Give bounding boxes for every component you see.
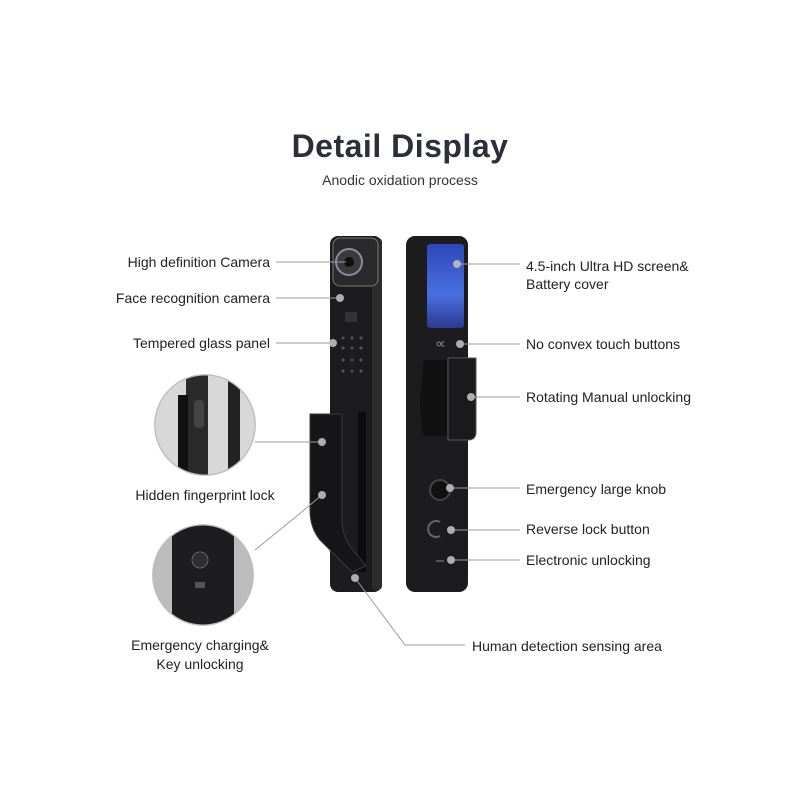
label-charging-line1: Emergency charging& (131, 637, 269, 653)
label-human-detection: Human detection sensing area (472, 638, 662, 654)
label-reverse: Reverse lock button (526, 521, 650, 537)
front-lock (309, 236, 382, 592)
label-screen-line1: 4.5-inch Ultra HD screen& (526, 258, 689, 274)
fingerprint-detail-circle (154, 374, 256, 476)
page-title: Detail Display (291, 128, 509, 164)
label-glass: Tempered glass panel (133, 335, 270, 351)
label-face: Face recognition camera (115, 290, 270, 306)
label-knob: Emergency large knob (526, 481, 667, 497)
label-screen-line2: Battery cover (526, 276, 609, 292)
label-fingerprint: Hidden fingerprint lock (135, 487, 275, 503)
leader-lines (254, 261, 520, 646)
keypad (341, 336, 363, 373)
page-subtitle: Anodic oxidation process (322, 172, 478, 188)
back-handle (447, 357, 477, 441)
screen (427, 244, 464, 328)
callout-dots (318, 260, 475, 582)
charging-detail-circle (152, 524, 254, 626)
label-electronic: Electronic unlocking (526, 552, 651, 568)
label-charging-line2: Key unlocking (156, 656, 244, 672)
front-handle (309, 413, 367, 573)
label-camera: High definition Camera (127, 254, 270, 270)
label-rotating: Rotating Manual unlocking (526, 389, 691, 405)
back-lock (406, 236, 477, 592)
label-touch: No convex touch buttons (526, 336, 681, 352)
